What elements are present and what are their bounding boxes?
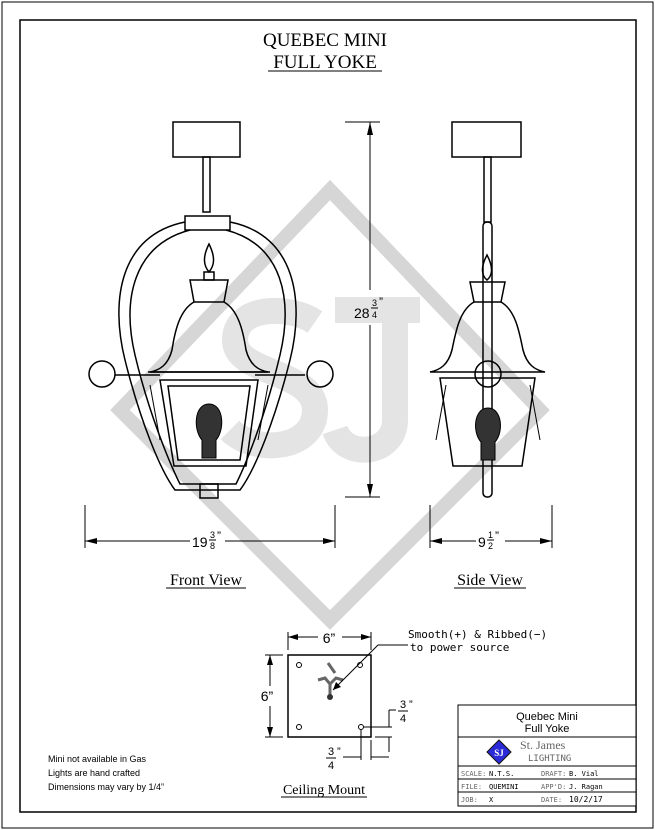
front-width-whole: 19: [192, 534, 208, 550]
side-view-drawing: [429, 121, 546, 498]
scale-label: SCALE:: [461, 770, 486, 778]
title-line2: FULL YOKE: [273, 52, 377, 73]
ceiling-mount-drawing: [265, 632, 408, 760]
hole-offset-v-den: 4: [400, 713, 406, 725]
wiring-note-line2: to power source: [410, 641, 509, 654]
wiring-note-line1: Smooth(+) & Ribbed(−): [408, 628, 547, 641]
ceiling-mount-label: Ceiling Mount: [283, 783, 365, 798]
front-width-dimension: 19 3 8 ”: [84, 505, 336, 551]
mount-height-label: 6”: [261, 688, 274, 704]
inner-border: [19, 19, 637, 813]
title-line1: QUEBEC MINI: [263, 30, 387, 51]
hole-offset-h-num: 3: [328, 746, 334, 758]
draft-label: DRAFT:: [541, 770, 566, 778]
note-dimensions: Dimensions may vary by 1/4”: [48, 782, 164, 792]
watermark-letter-j: [322, 297, 420, 463]
height-unit: ”: [379, 295, 383, 309]
hole-offset-h-unit: ”: [337, 746, 341, 758]
side-view-label: Side View: [457, 572, 523, 589]
date-value: 10/2/17: [569, 795, 603, 804]
side-width-den: 2: [488, 541, 493, 551]
side-width-dimension: 9 1 2 ”: [429, 505, 553, 551]
side-width-num: 1: [488, 530, 493, 540]
appd-value: J. Ragan: [569, 783, 603, 791]
title-block: Quebec Mini Full Yoke SJ St. James LIGHT…: [457, 704, 637, 807]
title-block-product-line1: Quebec Mini: [516, 711, 578, 723]
front-width-unit: ”: [217, 529, 221, 543]
height-dimension: 28 3 4 ”: [345, 121, 383, 498]
job-label: JOB:: [461, 796, 478, 804]
front-width-num: 3: [210, 530, 215, 540]
hole-offset-h-den: 4: [328, 760, 334, 772]
note-hand-crafted: Lights are hand crafted: [48, 768, 140, 778]
scale-value: N.T.S.: [489, 770, 514, 778]
company-name: St. James: [520, 738, 566, 752]
title-block-product-line2: Full Yoke: [525, 723, 570, 735]
height-whole: 28: [354, 305, 370, 321]
st-james-logo-icon: SJ: [486, 739, 512, 765]
hole-offset-v-unit: ”: [409, 699, 413, 711]
side-width-whole: 9: [478, 534, 486, 550]
date-label: DATE:: [541, 796, 562, 804]
file-value: QUEMINI: [489, 783, 519, 791]
front-view-label: Front View: [170, 572, 243, 589]
watermark-logo: [110, 179, 550, 630]
file-label: FILE:: [461, 783, 482, 791]
front-width-den: 8: [210, 541, 215, 551]
company-sub: LIGHTING: [528, 754, 571, 764]
side-width-unit: ”: [495, 529, 499, 543]
job-value: X: [489, 796, 494, 804]
draft-value: B. Vial: [569, 770, 599, 778]
hole-offset-v-num: 3: [400, 699, 406, 711]
height-num: 3: [372, 298, 377, 308]
appd-label: APP'D:: [541, 783, 566, 791]
height-den: 4: [372, 310, 377, 320]
front-view-drawing: [88, 121, 334, 499]
note-gas: Mini not available in Gas: [48, 754, 147, 764]
logo-text: SJ: [494, 748, 504, 758]
mount-width-label: 6”: [323, 630, 336, 646]
